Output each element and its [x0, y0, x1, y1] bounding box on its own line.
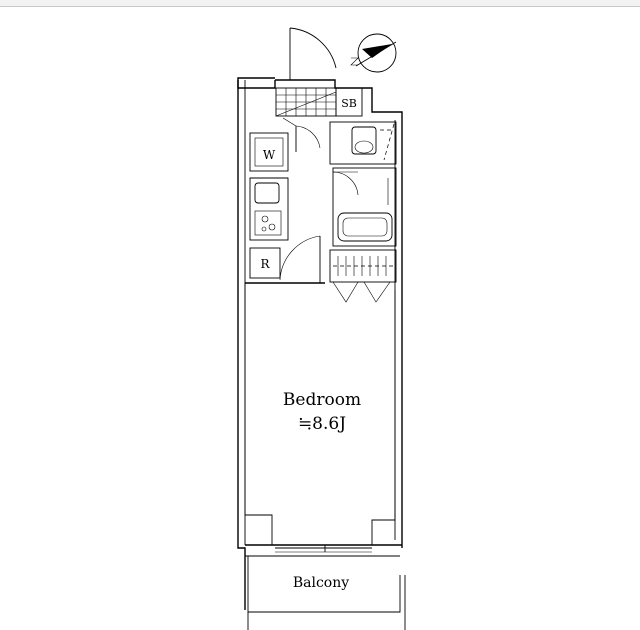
- toilet-room: [329, 121, 397, 165]
- balcony: Balcony: [245, 555, 406, 630]
- bedroom-entry: [245, 235, 325, 284]
- refrigerator: R: [249, 247, 281, 279]
- washing-machine: W: [249, 132, 289, 179]
- bedroom-label: Bedroom: [283, 390, 361, 410]
- balcony-label: Balcony: [293, 575, 349, 591]
- genkan: SB: [275, 87, 363, 117]
- entrance-door: [289, 27, 337, 80]
- bedroom-area-label: ≒8.6J: [298, 414, 346, 434]
- compass-icon: [350, 33, 397, 73]
- bedroom: Bedroom ≒8.6J: [244, 283, 396, 545]
- closet: [329, 249, 397, 303]
- fridge-label: R: [260, 257, 270, 271]
- hall-door: [282, 117, 321, 152]
- bathroom: [332, 167, 397, 247]
- window-top-bar: [0, 0, 640, 7]
- shoe-box-label: SB: [341, 97, 357, 110]
- washer-label: W: [263, 148, 276, 162]
- kitchen: [249, 177, 289, 241]
